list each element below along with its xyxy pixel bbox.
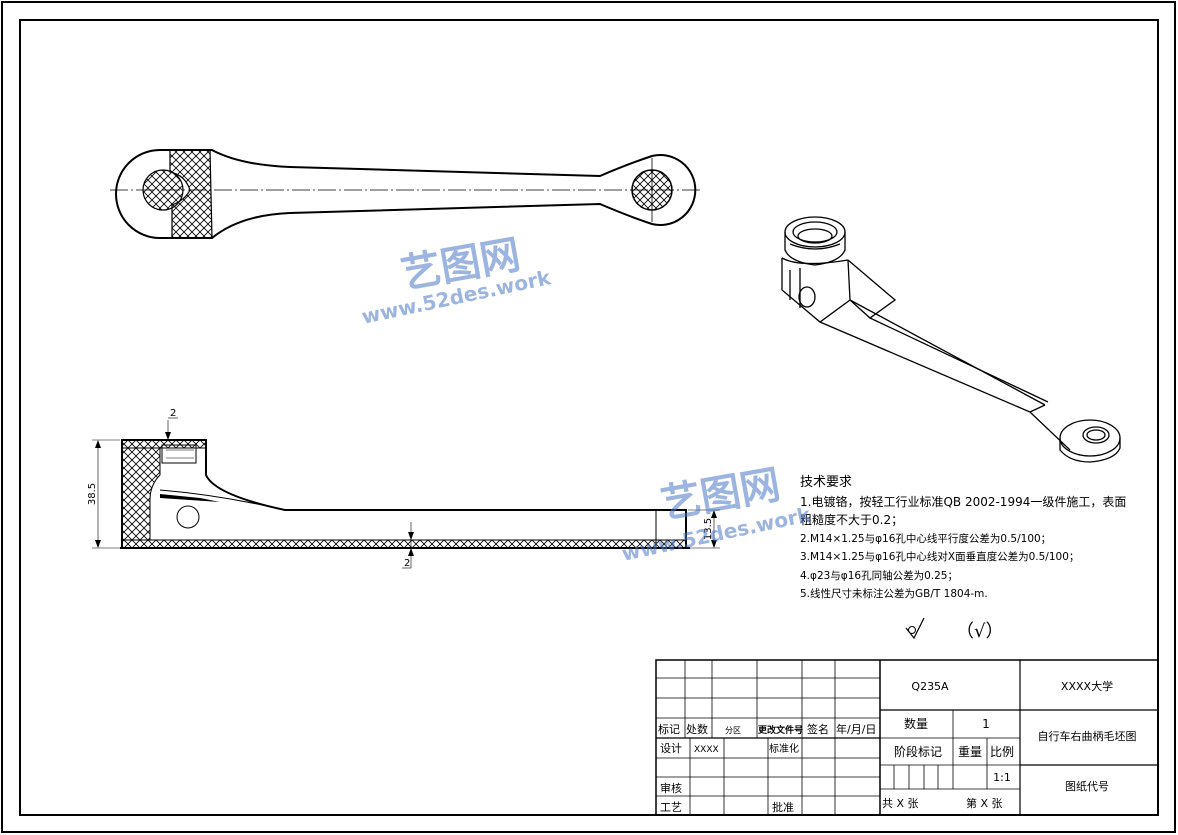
- label-process: 工艺: [660, 801, 682, 814]
- title-block: [655, 659, 1159, 816]
- designer-name: XXXX: [694, 745, 719, 755]
- tech-requirement-2: 2.M14×1.25与φ16孔中心线平行度公差为0.5/100；: [800, 532, 1052, 545]
- label-approve: 批准: [772, 800, 794, 814]
- dim-height-arm: 13.5: [703, 518, 714, 540]
- stage-mark-label: 阶段标记: [894, 744, 942, 759]
- tech-requirement-4: 4.φ23与φ16孔同轴公差为0.25；: [800, 569, 958, 582]
- scale-value: 1:1: [993, 771, 1011, 784]
- tech-requirement-1a: 1.电镀铬，按轻工行业标准QB 2002-1994一级件施工，表面: [800, 494, 1127, 509]
- dim-height-total: 38.5: [87, 483, 98, 505]
- label-review: 审核: [660, 781, 682, 795]
- tech-requirements: 技术要求 1.电镀铬，按轻工行业标准QB 2002-1994一级件施工，表面 粗…: [800, 474, 1160, 604]
- dim-wall-top: 2: [170, 408, 176, 419]
- tech-requirement-3: 3.M14×1.25与φ16孔中心线对X面垂直度公差为0.5/100；: [800, 551, 1080, 563]
- roughness-bracket: （√）: [956, 621, 1003, 642]
- label-design: 设计: [660, 742, 682, 755]
- inner-frame: [19, 19, 1159, 816]
- school-name: XXXX大学: [1061, 679, 1113, 693]
- front-view: [92, 417, 720, 569]
- label-date: 年/月/日: [836, 722, 876, 736]
- label-zone: 分区: [725, 726, 741, 735]
- top-view: [110, 149, 700, 239]
- tech-requirements-title: 技术要求: [800, 475, 853, 490]
- isometric-view: [781, 216, 1121, 463]
- label-change-doc: 更改文件号: [758, 724, 803, 736]
- label-standardize: 标准化: [769, 742, 799, 755]
- tech-requirement-5: 5.线性尺寸未标注公差为GB/T 1804-m.: [800, 588, 988, 600]
- label-count: 处数: [686, 723, 708, 736]
- quantity-value: 1: [982, 717, 990, 731]
- part-name: 自行车右曲柄毛坯图: [1038, 729, 1137, 743]
- scale-label: 比例: [990, 745, 1014, 759]
- label-mark: 标记: [658, 722, 680, 736]
- drawing-code: 图纸代号: [1065, 780, 1109, 793]
- tech-requirement-1b: 粗糙度不大于0.2；: [800, 513, 904, 527]
- dim-wall-bottom: 2: [404, 558, 410, 569]
- material: Q235A: [911, 680, 949, 693]
- weight-label: 重量: [958, 745, 982, 759]
- quantity-label: 数量: [904, 716, 928, 731]
- sheet-number: 第 X 张: [966, 796, 1003, 810]
- total-sheets: 共 X 张: [882, 797, 919, 810]
- label-signature: 签名: [807, 722, 829, 736]
